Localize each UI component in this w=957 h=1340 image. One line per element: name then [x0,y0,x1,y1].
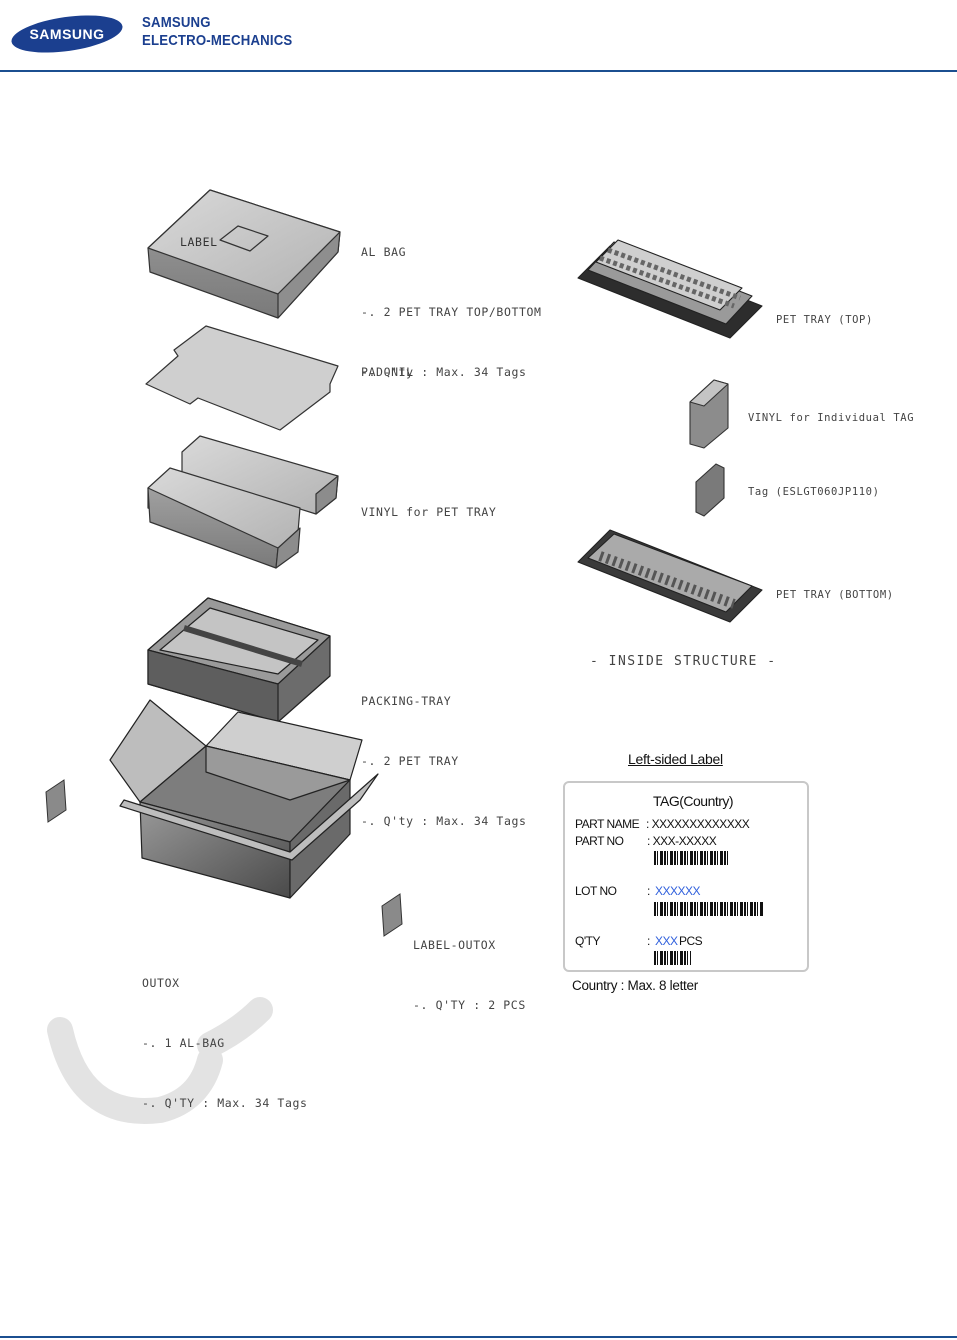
packing-tray-title: PACKING-TRAY [361,694,452,708]
outbox-title: OUTOX [142,976,180,990]
vinyl-pet-tray-drawing [147,435,339,569]
vinyl-tag-label: VINYL for Individual TAG [748,412,915,424]
outbox-line1: -. 1 AL-BAG [142,1036,225,1050]
qty-label: Q'TY [575,934,600,948]
lot-no-value: XXXXXX [655,884,701,898]
al-bag-title: AL BAG [361,245,407,259]
outbox-line2: -. Q'TY : Max. 34 Tags [142,1096,308,1110]
al-bag-box-label: LABEL [180,235,218,249]
outbox-callout: OUTOX -. 1 AL-BAG -. Q'TY : Max. 34 Tags [142,933,308,1133]
part-no-value: : XXX-XXXXX [647,834,717,848]
al-bag-line2: -. Q'ty : Max. 34 Tags [361,365,527,379]
qty-value: XXX [655,934,678,948]
packing-tray-callout: PACKING-TRAY -. 2 PET TRAY -. Q'ty : Max… [361,651,527,851]
company-name-line2: ELECTRO-MECHANICS [142,32,293,49]
qty-colon: : [647,934,650,948]
tag-drawing [695,463,725,517]
qty-barcode [654,951,691,965]
pet-tray-bottom-label: PET TRAY (BOTTOM) [776,589,894,601]
inside-structure-caption: - INSIDE STRUCTURE - [590,654,777,669]
al-bag-drawing [147,189,341,319]
pet-tray-top-label: PET TRAY (TOP) [776,314,873,326]
footer-divider [0,1336,957,1338]
samsung-logo: SAMSUNG [11,15,123,53]
logo-wordmark: SAMSUNG [29,26,104,42]
label-sample-heading: Left-sided Label [628,751,723,767]
country-note: Country : Max. 8 letter [572,978,698,993]
al-bag-line1: -. 2 PET TRAY TOP/BOTTOM [361,305,542,319]
label-outbox-callout: LABEL-OUTOX -. Q'TY : 2 PCS [413,895,526,1035]
tag-label: Tag (ESLGT060JP110) [748,486,880,498]
label-sample-card: TAG(Country) PART NAME : XXXXXXXXXXXXX P… [563,781,809,972]
lot-no-barcode [654,902,764,916]
label-outbox-title: LABEL-OUTOX [413,938,496,952]
part-name-value: : XXXXXXXXXXXXX [646,817,750,831]
packing-tray-line1: -. 2 PET TRAY [361,754,459,768]
pet-tray-top-drawing [577,239,763,339]
packing-tray-line2: -. Q'ty : Max. 34 Tags [361,814,527,828]
pad-title: PAD-NIL [361,365,414,379]
part-name-label: PART NAME [575,817,640,831]
part-no-barcode [654,851,729,865]
watermark-arcs [47,997,273,1124]
company-name-line1: SAMSUNG [142,14,211,31]
lot-no-label: LOT NO [575,884,617,898]
lot-no-colon: : [647,884,650,898]
al-bag-callout: AL BAG -. 2 PET TRAY TOP/BOTTOM -. Q'ty … [361,202,542,402]
loose-label-left [45,779,67,823]
vinyl-individual-tag-drawing [689,379,729,449]
packing-tray-drawing [147,597,331,723]
outbox-drawing [109,699,379,899]
pad-drawing [145,325,339,431]
loose-label-outbox [381,893,403,937]
part-no-label: PART NO [575,834,624,848]
vinyl-title: VINYL for PET TRAY [361,505,497,519]
label-card-title: TAG(Country) [653,793,734,809]
header-divider [0,70,957,72]
qty-unit: PCS [679,934,703,948]
pet-tray-bottom-drawing [577,529,763,623]
label-outbox-line1: -. Q'TY : 2 PCS [413,998,526,1012]
